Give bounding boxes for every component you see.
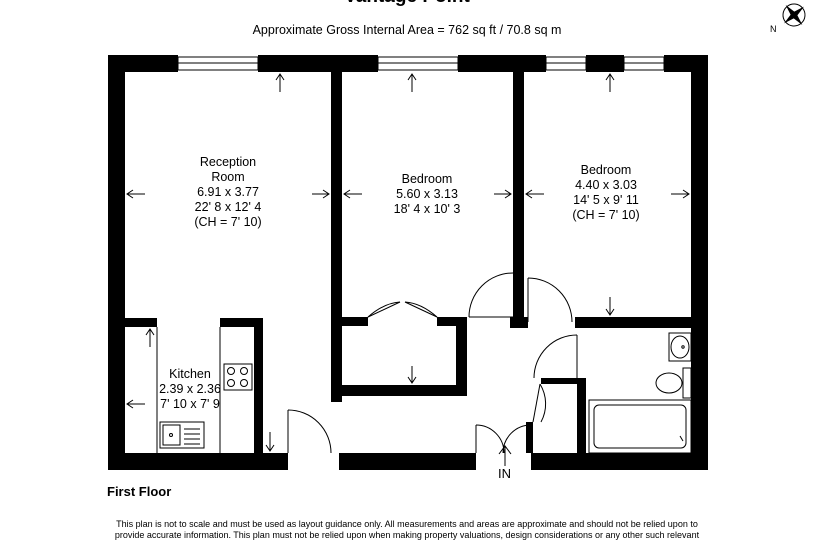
room-dimensions-metric: 5.60 x 3.13	[396, 187, 458, 201]
room-dimensions-metric: 4.40 x 3.03	[575, 178, 637, 192]
windows	[177, 56, 665, 71]
kitchen-label: Kitchen 2.39 x 2.36 7' 10 x 7' 9	[140, 367, 240, 412]
entrance-label: IN	[498, 466, 511, 481]
disclaimer-line: provide accurate information. This plan …	[114, 530, 700, 540]
walls	[108, 55, 708, 470]
room-dimensions-metric: 2.39 x 2.36	[159, 382, 221, 396]
ceiling-height: (CH = 7' 10)	[572, 208, 640, 222]
room-dimensions-metric: 6.91 x 3.77	[197, 185, 259, 199]
disclaimer-line: This plan is not to scale and must be us…	[116, 519, 698, 529]
room-dimensions-imperial: 18' 4 x 10' 3	[393, 202, 461, 216]
doors	[287, 272, 578, 454]
room-name: Kitchen	[169, 367, 211, 381]
room-name: Reception	[199, 155, 257, 169]
entrance-arrow	[498, 445, 512, 466]
floor-label: First Floor	[107, 484, 172, 499]
room-name: Bedroom	[401, 172, 453, 186]
room-dimensions-imperial: 7' 10 x 7' 9	[160, 397, 220, 411]
compass-rose-icon	[782, 3, 806, 27]
arrows	[126, 73, 690, 452]
ceiling-height: (CH = 7' 10)	[194, 215, 262, 229]
room-name: Bedroom	[580, 163, 632, 177]
room-dimensions-imperial: 14' 5 x 9' 11	[573, 193, 639, 207]
disclaimer: This plan is not to scale and must be us…	[0, 519, 814, 541]
reception-room-label: Reception Room 6.91 x 3.77 22' 8 x 12' 4…	[168, 155, 288, 230]
room-name: Room	[211, 170, 245, 184]
plan-title: Vantage Point	[0, 0, 814, 8]
bathroom-fixtures	[588, 332, 692, 454]
kitchen-fixtures	[156, 327, 253, 453]
room-dimensions-imperial: 22' 8 x 12' 4	[194, 200, 262, 214]
compass-north-label: N	[770, 24, 777, 34]
gross-area-label: Approximate Gross Internal Area = 762 sq…	[252, 23, 562, 37]
bedroom-1-label: Bedroom 5.60 x 3.13 18' 4 x 10' 3	[367, 172, 487, 217]
bedroom-2-label: Bedroom 4.40 x 3.03 14' 5 x 9' 11 (CH = …	[546, 163, 666, 223]
